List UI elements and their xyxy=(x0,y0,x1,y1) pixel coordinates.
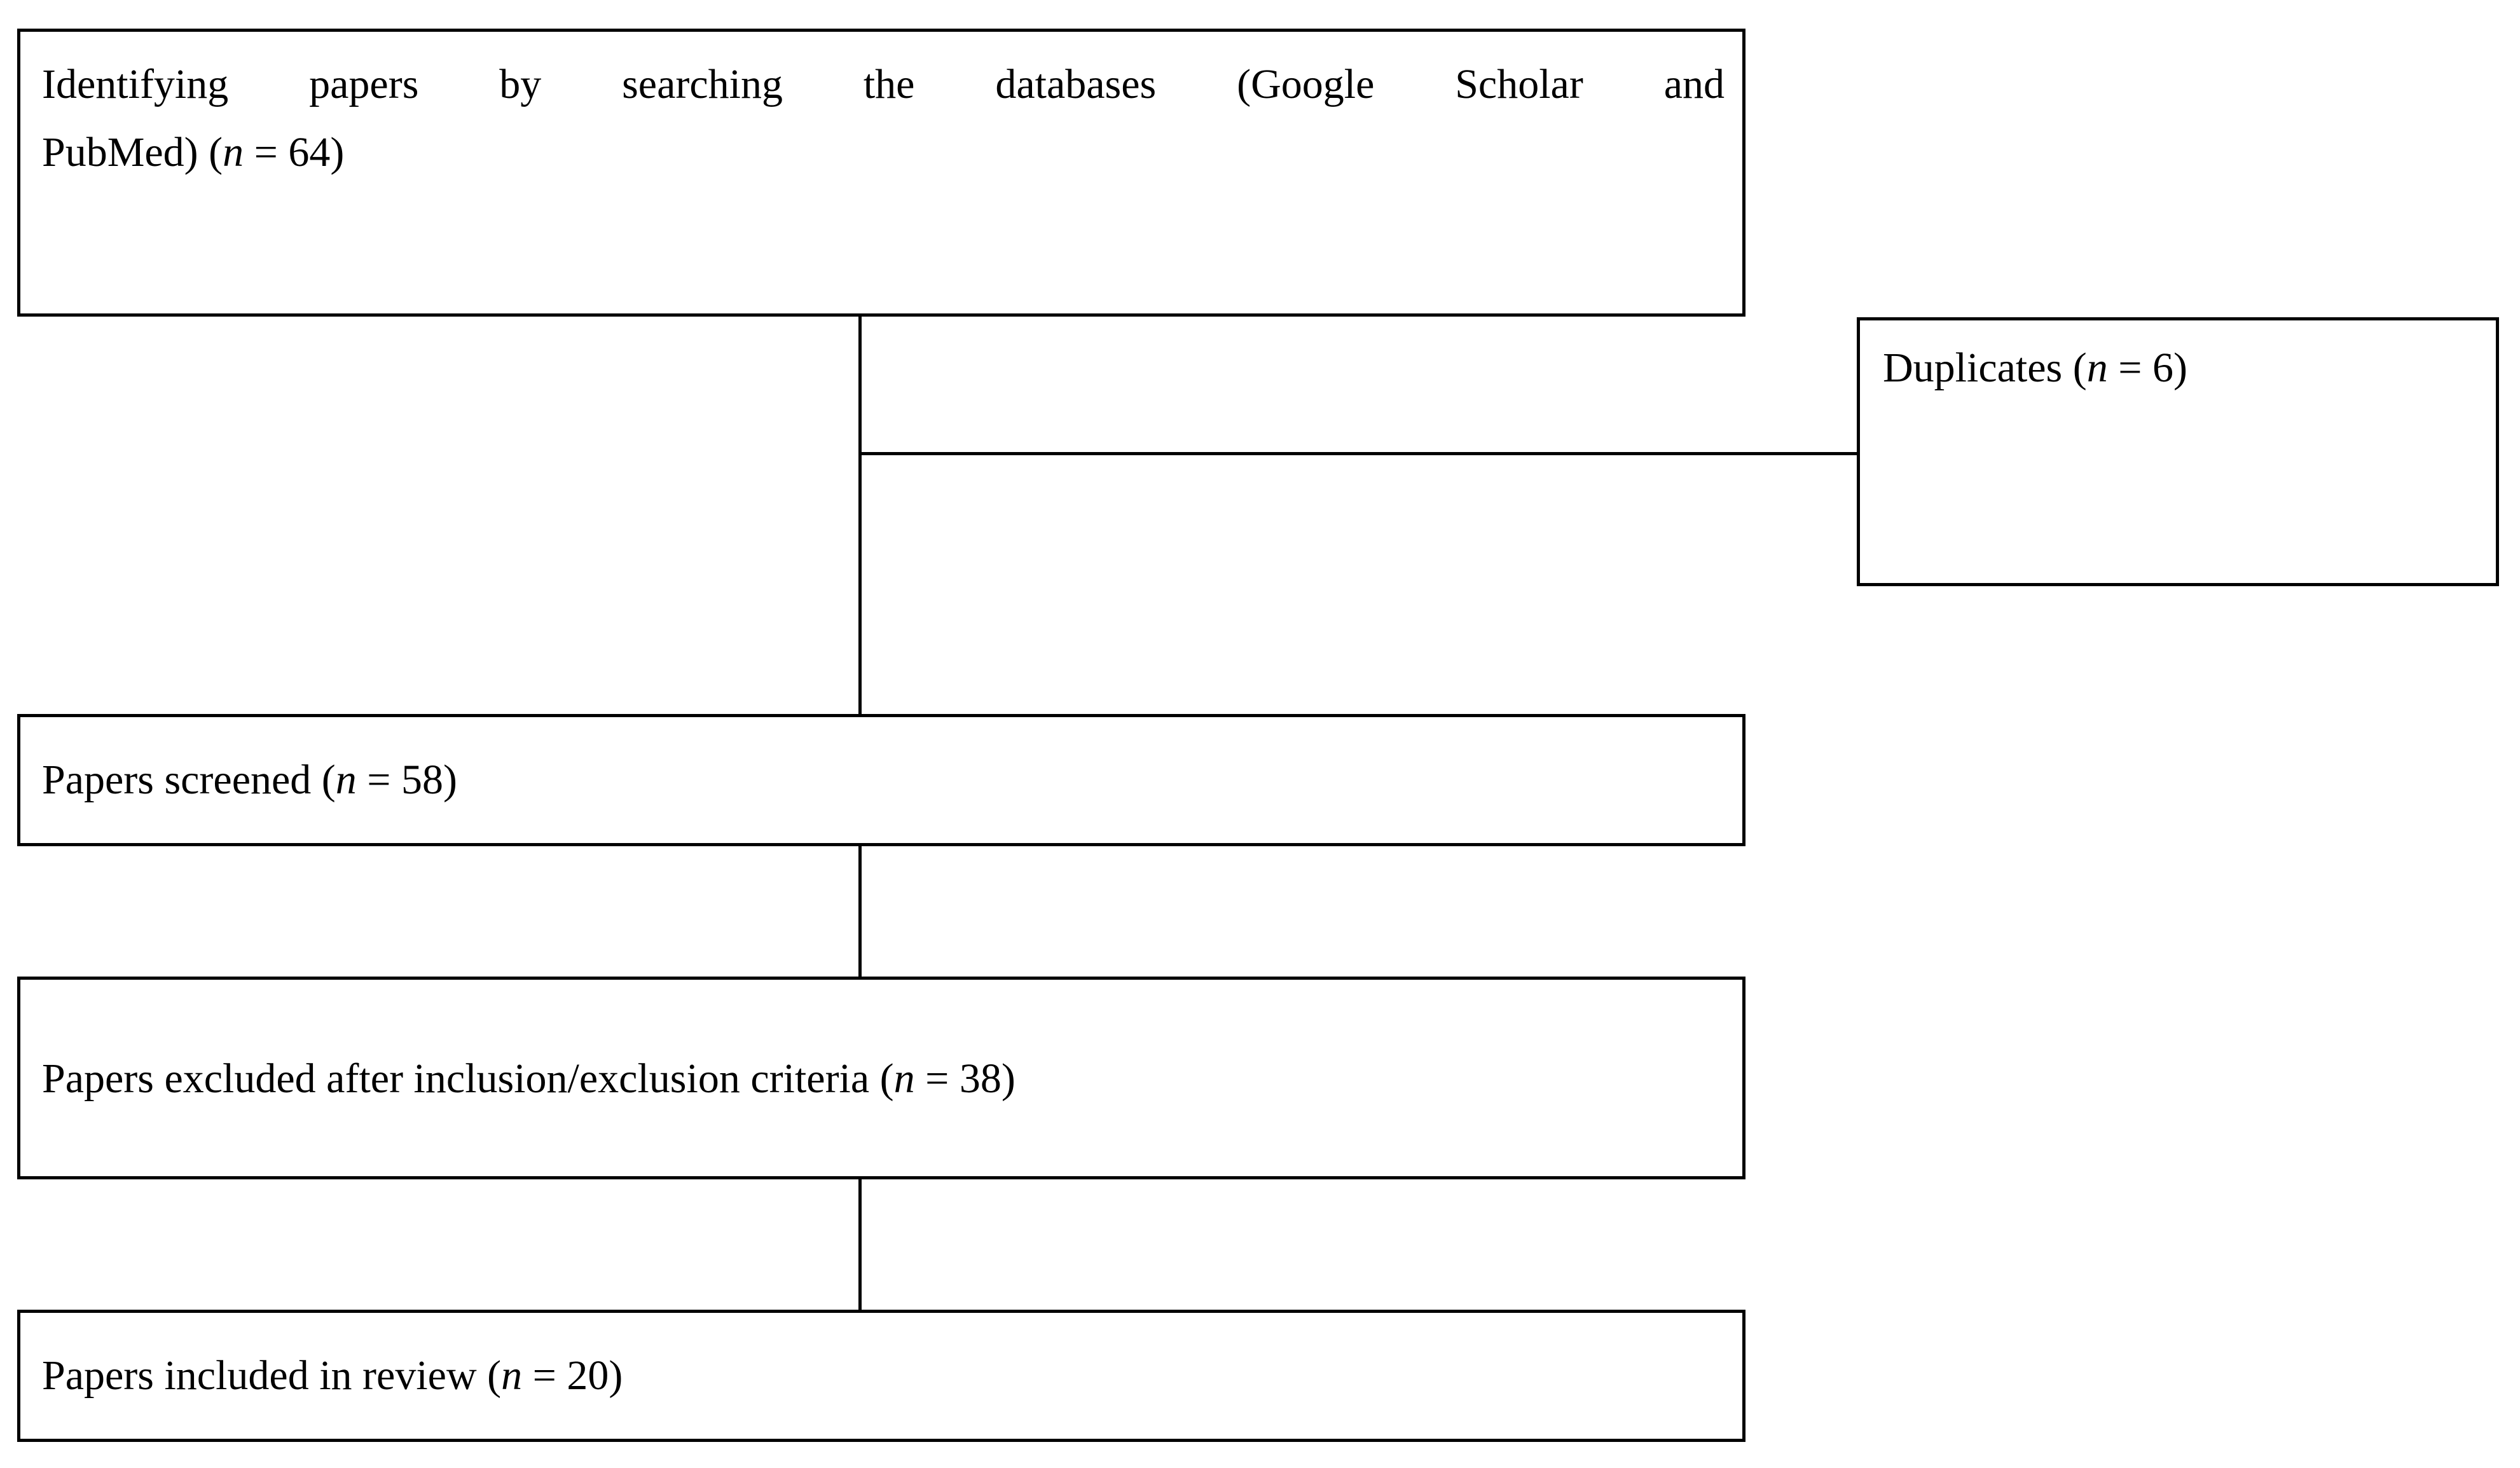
duplicates-label: Duplicates (n = 6) xyxy=(1860,320,2496,402)
identifying-papers-box: Identifying papers by searching the data… xyxy=(17,29,1745,317)
papers-screened-prefix: Papers screened ( xyxy=(42,756,336,803)
papers-excluded-box: Papers excluded after inclusion/exclusio… xyxy=(17,977,1745,1179)
connector-identifying-to-screened xyxy=(858,317,862,714)
papers-screened-n-symbol: n xyxy=(335,756,357,803)
papers-included-n-symbol: n xyxy=(501,1352,523,1399)
connector-identifying-to-duplicates xyxy=(858,452,1858,455)
papers-included-box: Papers included in review (n = 20) xyxy=(17,1310,1745,1442)
identifying-papers-line-2: PubMed) (n = 64) xyxy=(42,119,1725,187)
duplicates-box: Duplicates (n = 6) xyxy=(1857,317,2499,586)
papers-included-prefix: Papers included in review ( xyxy=(42,1352,502,1399)
papers-included-count: = 20) xyxy=(522,1352,623,1399)
identifying-papers-line-2-prefix: PubMed) ( xyxy=(42,128,223,175)
papers-excluded-count: = 38) xyxy=(914,1055,1016,1102)
identifying-papers-count: = 64) xyxy=(244,128,345,175)
identifying-papers-line-1: Identifying papers by searching the data… xyxy=(42,61,1725,107)
identifying-papers-n-symbol: n xyxy=(223,128,244,175)
papers-screened-label: Papers screened (n = 58) xyxy=(20,746,1742,814)
connector-excluded-to-included xyxy=(858,1179,862,1310)
duplicates-prefix: Duplicates ( xyxy=(1883,345,2087,391)
duplicates-n-symbol: n xyxy=(2086,345,2108,391)
papers-excluded-label: Papers excluded after inclusion/exclusio… xyxy=(20,1043,1742,1113)
identifying-papers-label: Identifying papers by searching the data… xyxy=(20,32,1742,187)
duplicates-count: = 6) xyxy=(2107,345,2187,391)
papers-screened-count: = 58) xyxy=(356,756,457,803)
papers-excluded-prefix: Papers excluded after inclusion/exclusio… xyxy=(42,1055,894,1102)
papers-included-label: Papers included in review (n = 20) xyxy=(20,1342,1742,1410)
papers-screened-box: Papers screened (n = 58) xyxy=(17,714,1745,846)
connector-screened-to-excluded xyxy=(858,846,862,977)
papers-excluded-n-symbol: n xyxy=(893,1055,915,1102)
